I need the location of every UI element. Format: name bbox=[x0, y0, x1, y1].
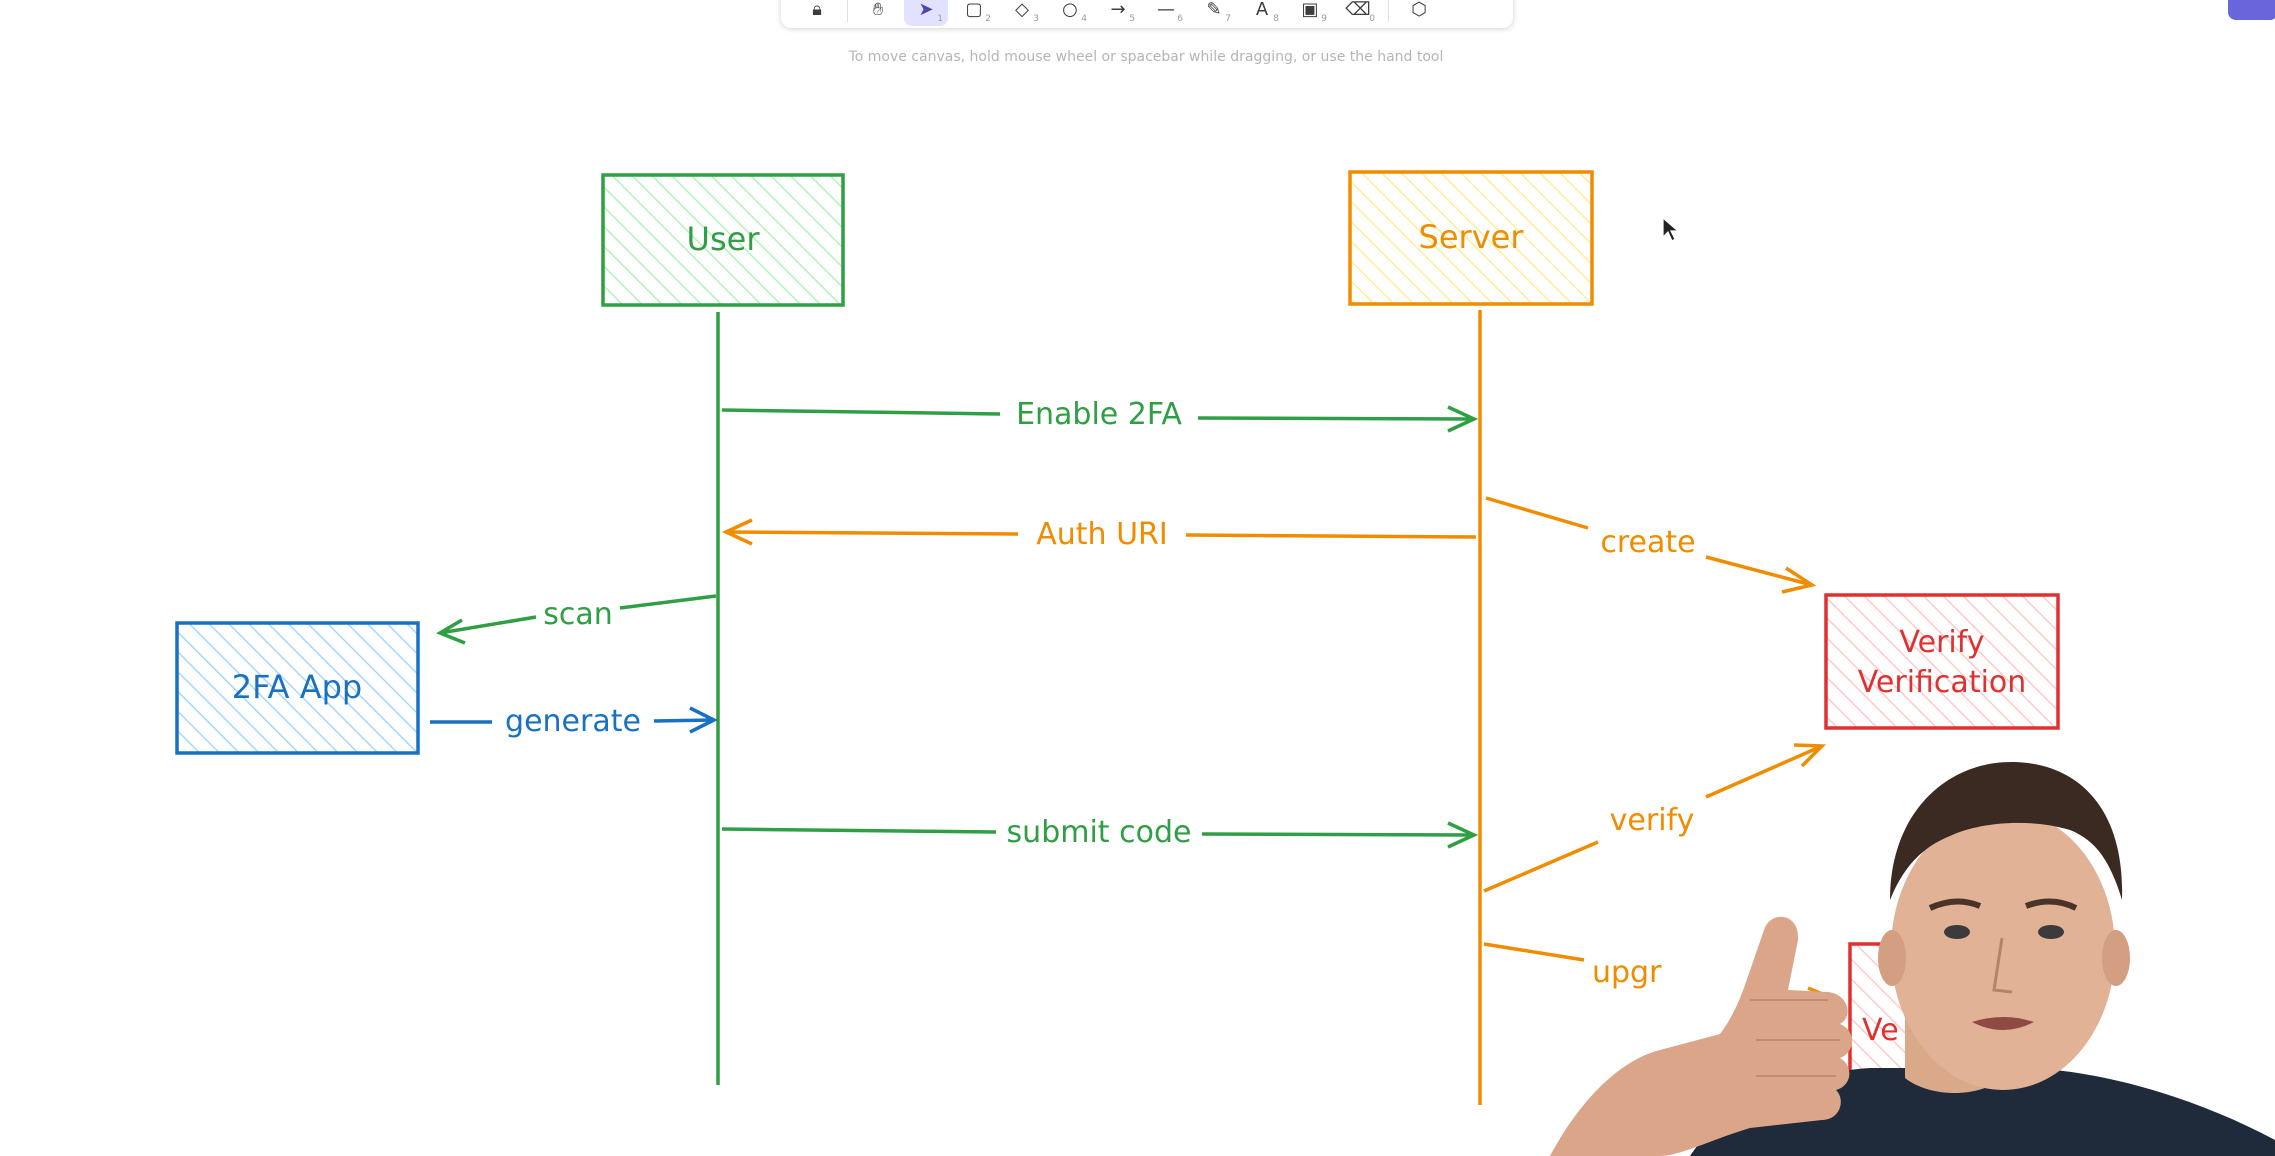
rectangle-icon: ▢ bbox=[965, 0, 983, 20]
rectangle-tool[interactable]: ▢2 bbox=[952, 0, 996, 26]
mouse-cursor-icon bbox=[1662, 217, 1680, 242]
verify-arrow[interactable]: verify bbox=[1483, 743, 1827, 893]
arrow-icon: → bbox=[1110, 0, 1126, 20]
eraser-tool[interactable]: ⌫0 bbox=[1336, 0, 1380, 26]
lock-tool[interactable]: 🔒︎ bbox=[795, 0, 839, 26]
lock-icon: 🔒︎ bbox=[812, 0, 822, 20]
tool-shortcut: 5 bbox=[1129, 14, 1135, 24]
generate-label: generate bbox=[505, 704, 641, 739]
hand-tool[interactable]: ✋︎ bbox=[856, 0, 900, 26]
diamond-icon: ◇ bbox=[1015, 0, 1029, 20]
image-tool[interactable]: ▣9 bbox=[1288, 0, 1332, 26]
submit-code-arrow[interactable]: submit code bbox=[721, 815, 1479, 850]
tool-shortcut: 2 bbox=[985, 14, 991, 24]
auth-uri-arrow[interactable]: Auth URI bbox=[721, 517, 1477, 552]
create-label: create bbox=[1600, 525, 1695, 560]
verify-box-line1: Verify bbox=[1899, 625, 1984, 660]
2fa-app-label: 2FA App bbox=[232, 668, 362, 706]
tool-shortcut: 7 bbox=[1225, 14, 1231, 24]
shapes-icon: ⬡ bbox=[1411, 0, 1427, 20]
selection-tool[interactable]: ➤1 bbox=[904, 0, 948, 26]
enable-2fa-arrow[interactable]: Enable 2FA bbox=[721, 397, 1479, 433]
tool-shortcut: 3 bbox=[1033, 14, 1039, 24]
pointer-icon: ➤ bbox=[918, 0, 934, 20]
canvas-hint: To move canvas, hold mouse wheel or spac… bbox=[848, 49, 1444, 65]
pencil-icon: ✎ bbox=[1206, 0, 1222, 20]
hand-icon: ✋︎ bbox=[872, 0, 884, 20]
arrow-tool[interactable]: →5 bbox=[1096, 0, 1140, 26]
scan-label: scan bbox=[543, 597, 613, 632]
library-tool[interactable]: ⬡ bbox=[1397, 0, 1441, 26]
tool-shortcut: 8 bbox=[1273, 14, 1279, 24]
tool-shortcut: 6 bbox=[1177, 14, 1183, 24]
server-box[interactable]: Server bbox=[1348, 170, 1594, 306]
verify-verification-box[interactable]: Verify Verification bbox=[1824, 593, 2060, 730]
server-label: Server bbox=[1419, 218, 1525, 256]
verify-label: verify bbox=[1610, 803, 1695, 838]
user-box[interactable]: User bbox=[601, 173, 845, 307]
toolbar-divider bbox=[847, 0, 848, 22]
eraser-icon: ⌫ bbox=[1345, 0, 1371, 20]
verify-box-line2: Verification bbox=[1858, 665, 2027, 700]
auth-uri-label: Auth URI bbox=[1036, 517, 1168, 552]
text-icon: A bbox=[1255, 0, 1269, 20]
user-label: User bbox=[687, 220, 761, 258]
partial-box-label: Ve bbox=[1862, 1013, 1899, 1048]
line-icon: — bbox=[1157, 0, 1175, 20]
share-button[interactable] bbox=[2228, 0, 2275, 20]
diamond-tool[interactable]: ◇3 bbox=[1000, 0, 1044, 26]
tool-shortcut: 1 bbox=[937, 14, 943, 24]
toolbar-divider bbox=[1388, 0, 1389, 22]
2fa-app-box[interactable]: 2FA App bbox=[175, 621, 420, 755]
image-icon: ▣ bbox=[1301, 0, 1319, 20]
ellipse-icon: ○ bbox=[1062, 0, 1078, 20]
upgrade-arrow[interactable]: upgr bbox=[1483, 942, 1837, 1010]
scan-arrow[interactable]: scan bbox=[436, 594, 717, 645]
line-tool[interactable]: —6 bbox=[1144, 0, 1188, 26]
generate-arrow[interactable]: generate bbox=[430, 704, 718, 739]
submit-code-label: submit code bbox=[1007, 815, 1192, 850]
upgrade-label: upgr bbox=[1592, 955, 1662, 990]
tool-shortcut: 4 bbox=[1081, 14, 1087, 24]
enable-2fa-label: Enable 2FA bbox=[1016, 397, 1182, 432]
presenter-webcam-overlay bbox=[1550, 761, 2275, 1156]
ellipse-tool[interactable]: ○4 bbox=[1048, 0, 1092, 26]
tool-shortcut: 0 bbox=[1369, 14, 1375, 24]
tool-shortcut: 9 bbox=[1321, 14, 1327, 24]
draw-tool[interactable]: ✎7 bbox=[1192, 0, 1236, 26]
create-arrow[interactable]: create bbox=[1485, 496, 1817, 594]
